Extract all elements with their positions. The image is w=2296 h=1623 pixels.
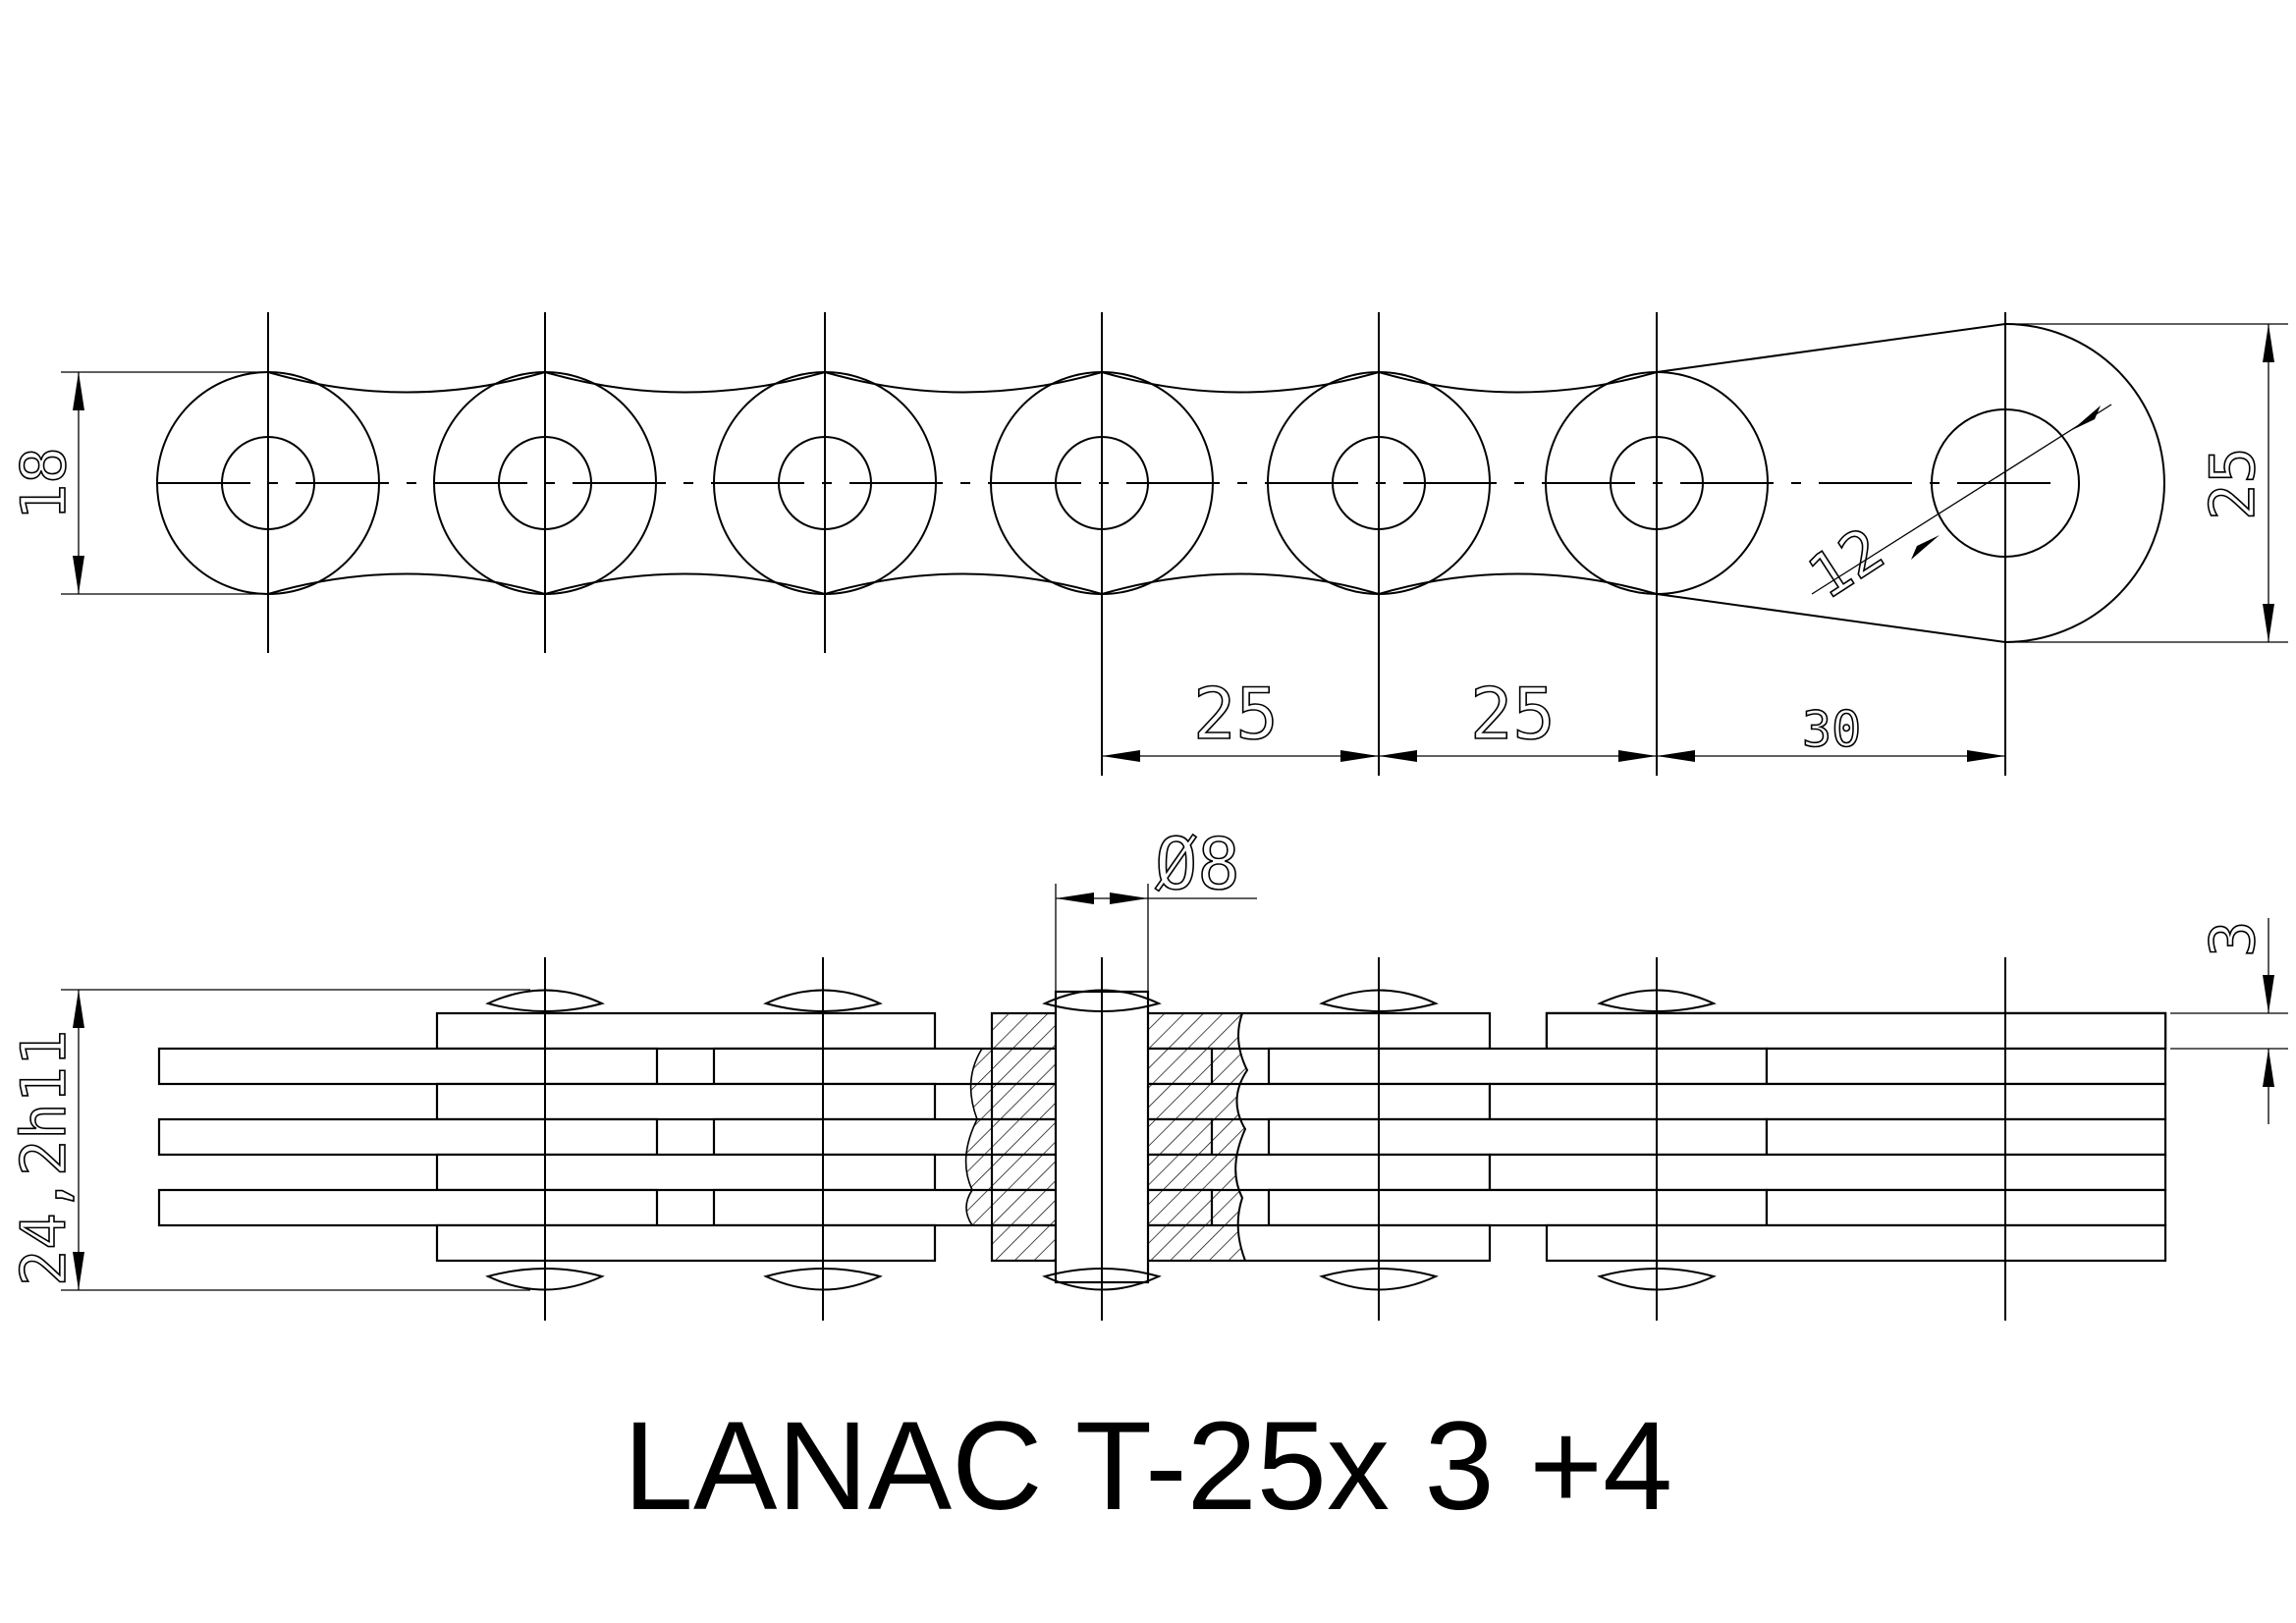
dim-hole-diameter-label: 12 bbox=[1795, 514, 1895, 614]
side-view: Ø8 3 24,2h11 bbox=[7, 822, 2288, 1321]
dim-hole-diameter: 12 bbox=[1795, 404, 2112, 614]
dim-pitch-1-label: 25 bbox=[1193, 673, 1279, 755]
section-cut bbox=[964, 990, 1249, 1284]
dim-link-height: 18 bbox=[7, 371, 268, 595]
dim-pin-diameter: Ø8 bbox=[1055, 822, 1257, 992]
dim-plate-thickness: 3 bbox=[2170, 918, 2288, 1124]
dim-plate-thickness-label: 3 bbox=[2197, 921, 2269, 957]
dim-pitch-chain: 25 25 30 bbox=[1102, 672, 2005, 762]
dim-link-height-label: 18 bbox=[8, 447, 80, 520]
dim-pin-diameter-label: Ø8 bbox=[1155, 823, 1240, 905]
dim-pitch-2-label: 25 bbox=[1470, 673, 1556, 755]
dim-chain-width: 24,2h11 bbox=[7, 989, 530, 1291]
side-center-lines bbox=[544, 957, 2006, 1321]
dim-end-length-label: 30 bbox=[1802, 701, 1861, 758]
top-view: 18 25 12 25 25 30 bbox=[7, 312, 2288, 776]
dim-end-plate-height-label: 25 bbox=[2197, 447, 2269, 520]
center-lines bbox=[157, 312, 2062, 776]
chain-plates bbox=[157, 1011, 2167, 1263]
drawing-title: LANAC T-25x 3 +4 bbox=[623, 1396, 1673, 1537]
dim-chain-width-label: 24,2h11 bbox=[8, 1030, 80, 1286]
rivet-heads bbox=[485, 989, 1717, 1291]
dim-end-plate-height: 25 bbox=[2005, 323, 2288, 643]
